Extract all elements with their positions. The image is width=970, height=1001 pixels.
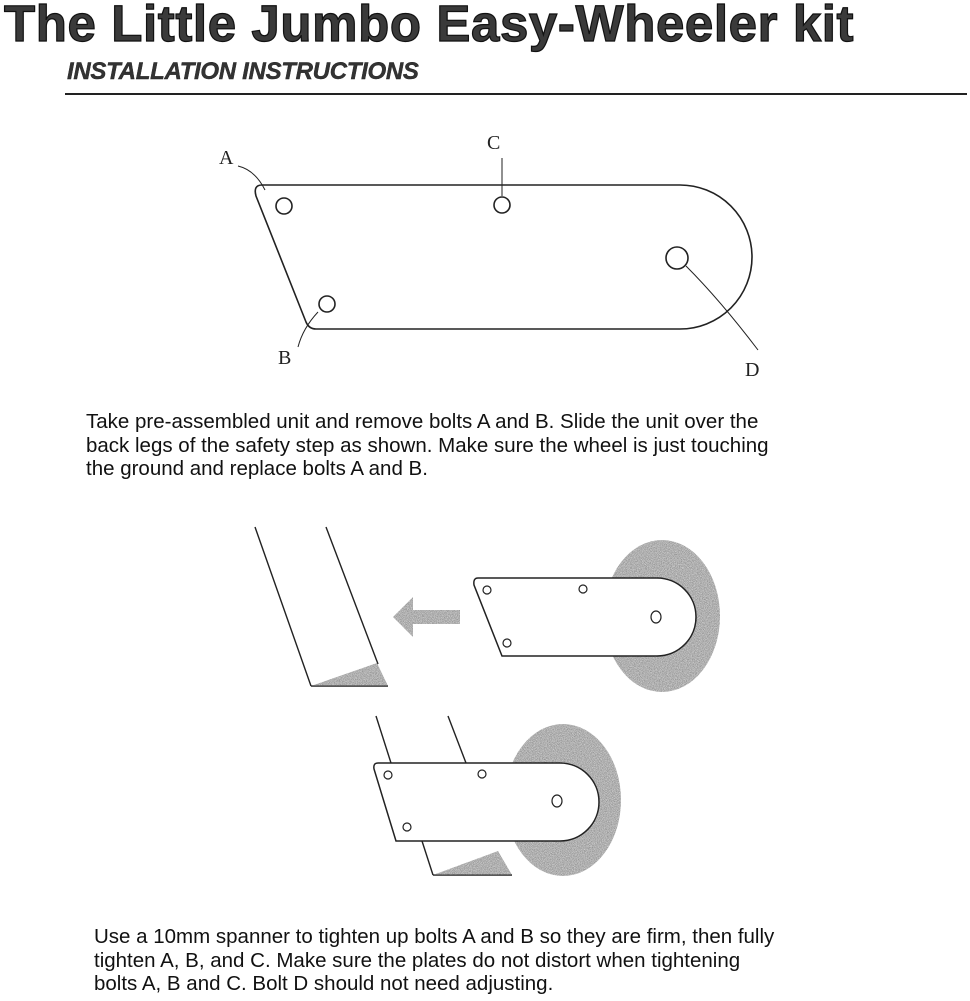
leader-a [237, 165, 266, 191]
text-line: Use a 10mm spanner to tighten up bolts A… [94, 925, 775, 948]
bracket-plate [373, 762, 600, 842]
bolt-hole-c [493, 196, 511, 214]
step-1-instructions: Take pre-assembled unit and remove bolts… [86, 410, 769, 481]
text-line: the ground and replace bolts A and B. [86, 457, 428, 480]
leader-d [685, 265, 759, 351]
label-d: D [745, 359, 759, 381]
slide-on-diagram [254, 526, 720, 692]
bracket-plate [473, 577, 697, 657]
label-c: C [487, 132, 500, 154]
safety-step-leg [254, 526, 388, 687]
bolt-hole-a [275, 197, 293, 215]
leg-foot [311, 663, 388, 686]
step-2-instructions: Use a 10mm spanner to tighten up bolts A… [94, 925, 774, 996]
text-line: Take pre-assembled unit and remove bolts… [86, 410, 759, 433]
leader-b [297, 311, 319, 348]
text-line: bolts A, B and C. Bolt D should not need… [94, 972, 554, 995]
document-title: The Little Jumbo Easy-Wheeler kit [3, 0, 855, 53]
arrow-left-icon [393, 597, 460, 637]
header-divider [65, 93, 967, 95]
label-b: B [278, 347, 291, 369]
text-line: back legs of the safety step as shown. M… [86, 433, 769, 457]
assembled-diagram [373, 715, 621, 876]
bracket-plate-outline [254, 184, 753, 330]
bolt-hole-d [665, 246, 689, 270]
document-subtitle: INSTALLATION INSTRUCTIONS [67, 58, 419, 85]
text-line: tighten A, B, and C. Make sure the plate… [94, 948, 741, 972]
plate-diagram [237, 158, 759, 351]
bolt-hole-b [318, 295, 336, 313]
label-a: A [219, 147, 234, 169]
